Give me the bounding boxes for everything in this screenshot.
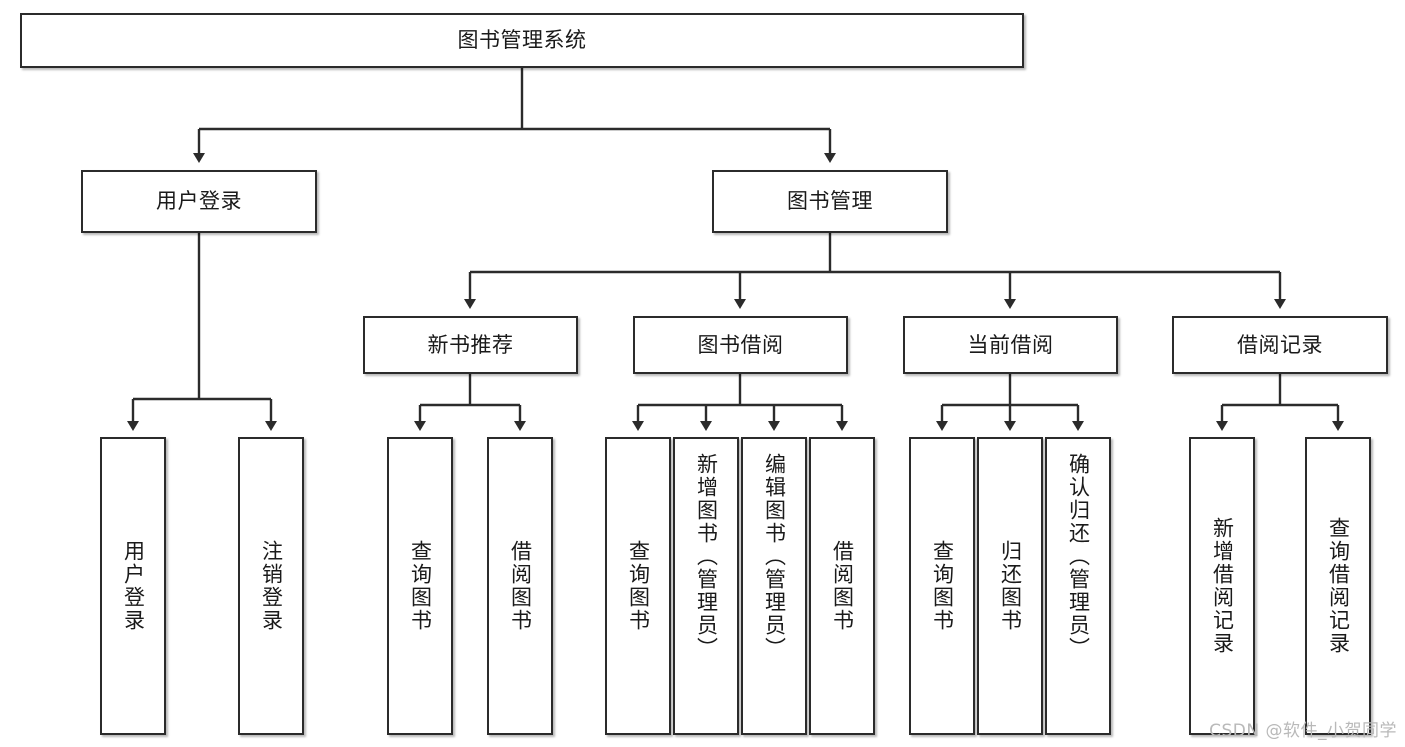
node-leaf-add-book-admin[interactable]: 新增图书（管理员） xyxy=(673,437,739,735)
node-leaf-query-book-1-label: 查询图书 xyxy=(408,540,433,632)
node-borrow-record-label: 借阅记录 xyxy=(1237,332,1323,357)
node-leaf-add-borrow-record[interactable]: 新增借阅记录 xyxy=(1189,437,1255,735)
node-leaf-logout-login[interactable]: 注销登录 xyxy=(238,437,304,735)
node-leaf-edit-book-admin-label: 编辑图书（管理员） xyxy=(762,453,787,660)
node-leaf-confirm-return-admin[interactable]: 确认归还（管理员） xyxy=(1045,437,1111,735)
node-book-borrow[interactable]: 图书借阅 xyxy=(633,316,848,374)
node-leaf-add-borrow-record-label: 新增借阅记录 xyxy=(1210,517,1235,655)
node-leaf-borrow-book-2[interactable]: 借阅图书 xyxy=(809,437,875,735)
node-leaf-query-book-1[interactable]: 查询图书 xyxy=(387,437,453,735)
node-leaf-user-login[interactable]: 用户登录 xyxy=(100,437,166,735)
node-leaf-return-book-label: 归还图书 xyxy=(998,540,1023,632)
node-leaf-edit-book-admin[interactable]: 编辑图书（管理员） xyxy=(741,437,807,735)
node-current-borrow-label: 当前借阅 xyxy=(967,332,1054,357)
node-leaf-query-borrow-record[interactable]: 查询借阅记录 xyxy=(1305,437,1371,735)
node-leaf-borrow-book-2-label: 借阅图书 xyxy=(830,540,855,632)
node-borrow-record[interactable]: 借阅记录 xyxy=(1172,316,1388,374)
node-book-manage-label: 图书管理 xyxy=(787,189,873,214)
node-leaf-query-book-3-label: 查询图书 xyxy=(930,540,955,632)
node-leaf-borrow-book-1-label: 借阅图书 xyxy=(508,540,533,632)
node-leaf-query-borrow-record-label: 查询借阅记录 xyxy=(1326,517,1351,655)
node-user-login[interactable]: 用户登录 xyxy=(81,170,317,233)
node-book-borrow-label: 图书借阅 xyxy=(697,332,784,357)
node-leaf-borrow-book-1[interactable]: 借阅图书 xyxy=(487,437,553,735)
node-leaf-query-book-2-label: 查询图书 xyxy=(626,540,651,632)
node-leaf-return-book[interactable]: 归还图书 xyxy=(977,437,1043,735)
node-current-borrow[interactable]: 当前借阅 xyxy=(903,316,1118,374)
csdn-watermark: CSDN @软件_小贺同学 xyxy=(1209,721,1397,741)
node-root[interactable]: 图书管理系统 xyxy=(20,13,1024,68)
node-new-book-recommend[interactable]: 新书推荐 xyxy=(363,316,578,374)
node-new-book-recommend-label: 新书推荐 xyxy=(427,332,514,357)
node-leaf-logout-login-label: 注销登录 xyxy=(259,540,284,632)
node-leaf-query-book-3[interactable]: 查询图书 xyxy=(909,437,975,735)
node-user-login-label: 用户登录 xyxy=(156,189,242,214)
node-leaf-add-book-admin-label: 新增图书（管理员） xyxy=(694,453,719,660)
node-root-label: 图书管理系统 xyxy=(457,28,587,53)
node-book-manage[interactable]: 图书管理 xyxy=(712,170,948,233)
node-leaf-confirm-return-admin-label: 确认归还（管理员） xyxy=(1066,453,1091,660)
node-leaf-query-book-2[interactable]: 查询图书 xyxy=(605,437,671,735)
node-leaf-user-login-label: 用户登录 xyxy=(121,540,146,632)
